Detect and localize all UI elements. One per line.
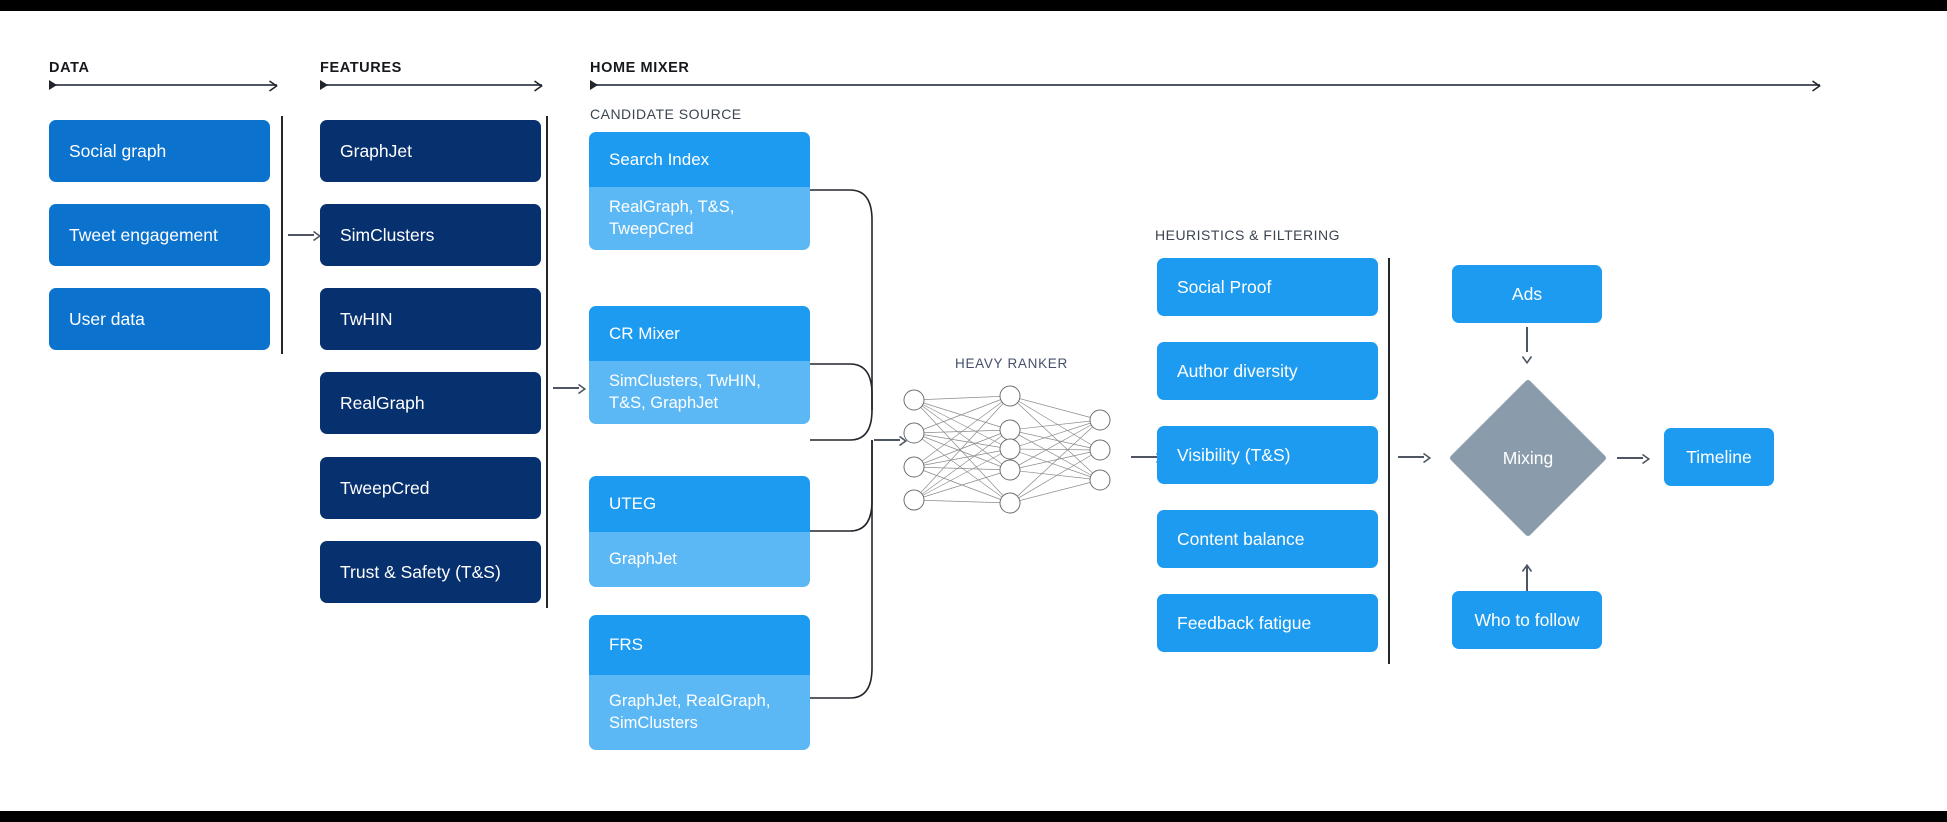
candidate-source-card-search-index[interactable]: Search Index RealGraph, T&S, TweepCred bbox=[589, 132, 810, 250]
sub-label-heuristics: HEURISTICS & FILTERING bbox=[1155, 227, 1340, 243]
axis-arrow-icon bbox=[1812, 79, 1821, 92]
feature-box-label: RealGraph bbox=[340, 392, 425, 413]
arrow-head-icon bbox=[313, 229, 322, 242]
axis-shaft bbox=[320, 84, 542, 86]
arrow-shaft bbox=[1617, 457, 1643, 459]
candidate-source-features: GraphJet, RealGraph, SimClusters bbox=[589, 675, 810, 750]
axis-start-marker-icon bbox=[49, 80, 57, 90]
section-label-home-mixer: HOME MIXER bbox=[590, 60, 690, 76]
candidate-source-title: UTEG bbox=[589, 476, 810, 532]
arrow-shaft bbox=[1526, 566, 1528, 591]
candidate-source-card-frs[interactable]: FRS GraphJet, RealGraph, SimClusters bbox=[589, 615, 810, 750]
arrow-head-icon bbox=[1642, 452, 1651, 465]
heuristic-box-label: Author diversity bbox=[1177, 360, 1298, 381]
axis-shaft bbox=[590, 84, 1820, 86]
output-box-label: Timeline bbox=[1686, 446, 1752, 467]
candidate-source-features: RealGraph, T&S, TweepCred bbox=[589, 187, 810, 250]
output-box-label: Who to follow bbox=[1474, 609, 1580, 630]
axis-shaft bbox=[49, 84, 277, 86]
axis-arrow-icon bbox=[534, 79, 543, 92]
candidate-source-title: FRS bbox=[589, 615, 810, 675]
feature-box-trust-safety[interactable]: Trust & Safety (T&S) bbox=[320, 541, 541, 603]
sub-label-candidate-source: CANDIDATE SOURCE bbox=[590, 106, 742, 122]
axis-home-mixer bbox=[590, 79, 1821, 92]
axis-data bbox=[49, 79, 278, 92]
heuristic-box-author-diversity[interactable]: Author diversity bbox=[1157, 342, 1378, 400]
heuristic-box-label: Content balance bbox=[1177, 528, 1305, 549]
data-box-social-graph[interactable]: Social graph bbox=[49, 120, 270, 182]
output-box-ads[interactable]: Ads bbox=[1452, 265, 1602, 323]
arrow-who-to-follow-to-mixing bbox=[1521, 559, 1533, 591]
candidate-source-title: Search Index bbox=[589, 132, 810, 187]
heuristic-box-label: Visibility (T&S) bbox=[1177, 444, 1291, 465]
feature-box-label: Trust & Safety (T&S) bbox=[340, 561, 501, 582]
arrow-shaft bbox=[1398, 456, 1424, 458]
feature-box-label: SimClusters bbox=[340, 224, 435, 245]
feature-box-simclusters[interactable]: SimClusters bbox=[320, 204, 541, 266]
feature-box-realgraph[interactable]: RealGraph bbox=[320, 372, 541, 434]
letterbox-bar-top bbox=[0, 0, 1947, 11]
arrow-ads-to-mixing bbox=[1521, 327, 1533, 365]
heavy-ranker-network bbox=[895, 382, 1125, 517]
arrow-shaft bbox=[288, 234, 314, 236]
mixing-label: Mixing bbox=[1502, 447, 1554, 468]
axis-start-marker-icon bbox=[590, 80, 598, 90]
data-box-label: Tweet engagement bbox=[69, 224, 218, 245]
candidate-source-features: GraphJet bbox=[589, 532, 810, 587]
arrow-features-to-candidates bbox=[553, 382, 587, 395]
arrow-candidates-to-ranker bbox=[874, 434, 908, 447]
divider-features-mixer bbox=[546, 116, 548, 608]
section-label-features: FEATURES bbox=[320, 60, 402, 76]
candidate-source-card-uteg[interactable]: UTEG GraphJet bbox=[589, 476, 810, 587]
feature-box-label: GraphJet bbox=[340, 140, 412, 161]
arrow-head-icon bbox=[899, 434, 908, 447]
arrow-shaft bbox=[553, 387, 579, 389]
letterbox-bar-bottom bbox=[0, 811, 1947, 822]
heuristic-box-visibility[interactable]: Visibility (T&S) bbox=[1157, 426, 1378, 484]
divider-data-features bbox=[281, 116, 283, 354]
heuristic-box-content-balance[interactable]: Content balance bbox=[1157, 510, 1378, 568]
output-box-timeline[interactable]: Timeline bbox=[1664, 428, 1774, 486]
heuristic-box-social-proof[interactable]: Social Proof bbox=[1157, 258, 1378, 316]
feature-box-twhin[interactable]: TwHIN bbox=[320, 288, 541, 350]
candidate-source-features: SimClusters, TwHIN, T&S, GraphJet bbox=[589, 361, 810, 424]
heuristic-box-label: Feedback fatigue bbox=[1177, 612, 1312, 633]
axis-arrow-icon bbox=[269, 79, 278, 92]
arrow-shaft bbox=[1131, 456, 1157, 458]
output-box-label: Ads bbox=[1511, 283, 1543, 304]
axis-start-marker-icon bbox=[320, 80, 328, 90]
data-box-user-data[interactable]: User data bbox=[49, 288, 270, 350]
data-box-label: Social graph bbox=[69, 140, 167, 161]
feature-box-label: TwHIN bbox=[340, 308, 393, 329]
arrow-head-icon bbox=[1521, 559, 1533, 572]
arrow-heuristics-to-mixing bbox=[1398, 451, 1432, 464]
divider-heuristics-output bbox=[1388, 258, 1390, 664]
feature-box-tweepcred[interactable]: TweepCred bbox=[320, 457, 541, 519]
section-label-data: DATA bbox=[49, 60, 90, 76]
arrow-mixing-to-timeline bbox=[1617, 452, 1651, 465]
candidate-source-card-cr-mixer[interactable]: CR Mixer SimClusters, TwHIN, T&S, GraphJ… bbox=[589, 306, 810, 424]
candidate-source-title: CR Mixer bbox=[589, 306, 810, 361]
arrow-head-icon bbox=[1521, 351, 1533, 365]
arrow-head-icon bbox=[578, 382, 587, 395]
feature-box-label: TweepCred bbox=[340, 477, 430, 498]
data-box-tweet-engagement[interactable]: Tweet engagement bbox=[49, 204, 270, 266]
feature-box-graphjet[interactable]: GraphJet bbox=[320, 120, 541, 182]
heavy-ranker-title: HEAVY RANKER bbox=[955, 356, 1068, 371]
arrow-data-to-features bbox=[288, 229, 322, 242]
arrow-head-icon bbox=[1423, 451, 1432, 464]
heuristic-box-label: Social Proof bbox=[1177, 276, 1272, 297]
arrow-shaft bbox=[874, 439, 900, 441]
axis-features bbox=[320, 79, 543, 92]
output-box-who-to-follow[interactable]: Who to follow bbox=[1452, 591, 1602, 649]
heuristic-box-feedback-fatigue[interactable]: Feedback fatigue bbox=[1157, 594, 1378, 652]
arrow-shaft bbox=[1526, 327, 1528, 352]
data-box-label: User data bbox=[69, 308, 145, 329]
